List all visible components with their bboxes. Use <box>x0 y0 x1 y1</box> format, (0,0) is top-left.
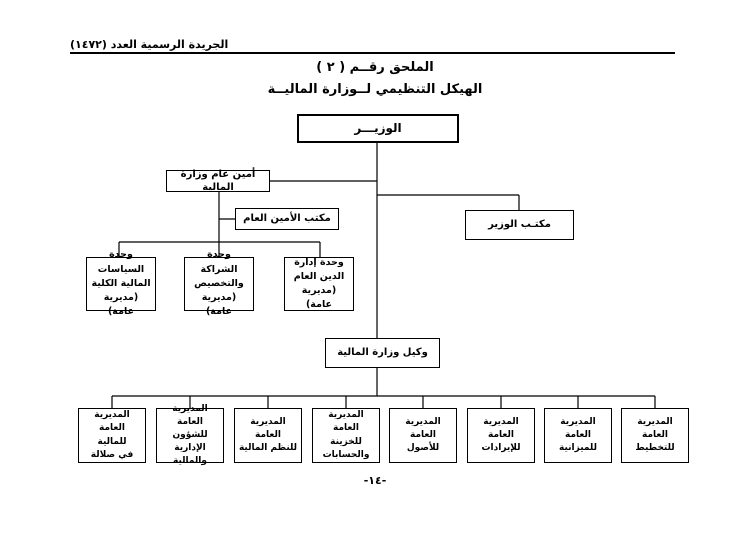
directorate-line: المديرية العامة <box>637 416 673 440</box>
directorate-line: للمالية <box>97 436 127 447</box>
directorate-line: المديرية العامة <box>328 410 364 434</box>
directorate-box-planning: المديرية العامة للتخطيط <box>621 408 689 463</box>
unit-line: وحدة السياسات <box>97 249 145 275</box>
directorate-line: المديرية العامة <box>250 416 286 440</box>
directorate-box-admin-finance: المديرية العامة للشؤون الإدارية والمالية <box>156 404 224 466</box>
directorate-line: للأصول <box>406 443 440 454</box>
page-number: -١٤- <box>363 474 387 487</box>
secretary-office-box: مكتب الأمين العام <box>235 208 339 230</box>
directorate-line: للخزينة <box>330 436 362 447</box>
unit-box-partnership: وحدة الشراكة والتخصيص (مديرية عامة) <box>184 249 254 317</box>
directorate-box-assets: المديرية العامة للأصول <box>389 408 457 463</box>
secretary-general-box: أمين عام وزارة المالية <box>166 169 270 193</box>
directorate-line: في صلالة <box>90 449 134 460</box>
unit-line: (مديرية عامة) <box>103 292 139 318</box>
directorate-line: للإيرادات <box>481 443 521 454</box>
unit-box-public-debt: وحدة إدارة الدين العام (مديرية عامة) <box>284 257 354 311</box>
unit-box-macro-policies: وحدة السياسات المالية الكلية (مديرية عام… <box>86 249 156 317</box>
directorate-box-financial-systems: المديرية العامة للنظم المالية <box>234 408 302 463</box>
unit-line: والتخصيص <box>194 277 244 289</box>
unit-line: وحدة الشراكة <box>200 249 238 275</box>
directorate-line: المديرية العامة <box>94 410 130 434</box>
unit-line: (مديرية عامة) <box>301 285 337 311</box>
directorate-line: للنظم المالية <box>238 443 298 454</box>
directorate-box-treasury: المديرية العامة للخزينة والحسابات <box>312 408 380 463</box>
directorate-line: للتخطيط <box>635 443 675 454</box>
directorate-line: المديرية العامة <box>560 416 596 440</box>
unit-line: وحدة إدارة <box>294 256 344 268</box>
chart-title: الهيكل التنظيمي لــوزارة الماليــة <box>267 82 483 97</box>
directorate-line: المديرية العامة <box>483 416 519 440</box>
directorate-line: للشؤون <box>172 429 208 440</box>
directorate-line: والحسابات <box>322 449 370 460</box>
minister-office-box: مكتـب الوزير <box>465 210 574 240</box>
annex-title: الملحق رقــم ( ٢ ) <box>316 60 434 75</box>
directorate-box-budget: المديرية العامة للميزانية <box>544 408 612 463</box>
directorate-box-revenues: المديرية العامة للإيرادات <box>467 408 535 463</box>
directorate-line: المديرية العامة <box>172 403 208 427</box>
directorate-box-salalah-finance: المديرية العامة للمالية في صلالة <box>78 408 146 463</box>
unit-line: الدين العام <box>293 270 345 282</box>
directorate-line: المديرية العامة <box>405 416 441 440</box>
directorate-line: للميزانية <box>559 443 597 454</box>
undersecretary-box: وكيل وزارة المالية <box>325 338 440 368</box>
running-header: الجريدة الرسمية العدد (١٤٧٢) <box>70 38 229 51</box>
unit-line: (مديرية عامة) <box>201 292 237 318</box>
directorate-line: الإدارية والمالية <box>173 443 207 467</box>
minister-box: الوزيـــر <box>297 114 459 143</box>
header-rule <box>70 52 675 54</box>
unit-line: المالية الكلية <box>91 277 151 289</box>
